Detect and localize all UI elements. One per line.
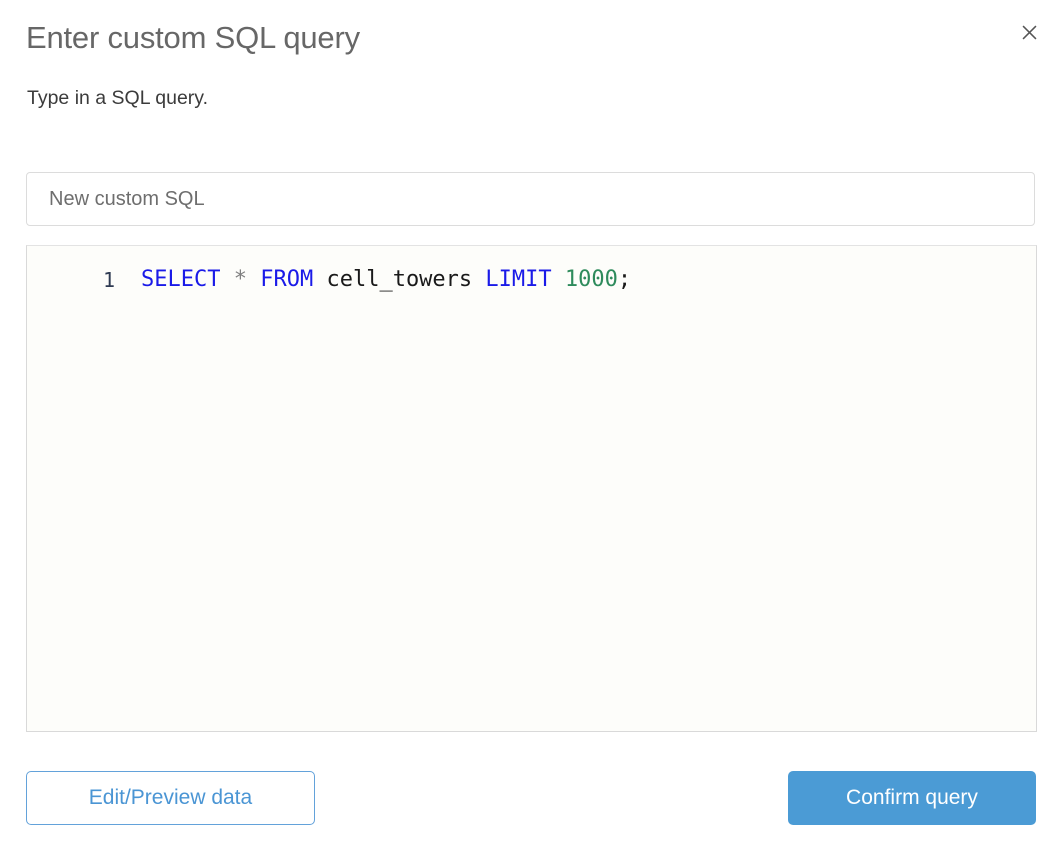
query-name-input[interactable] (26, 172, 1035, 226)
close-button[interactable] (1011, 14, 1047, 50)
sql-token-number: 1000 (564, 267, 618, 292)
close-icon (1022, 25, 1036, 39)
dialog-title: Enter custom SQL query (26, 20, 360, 55)
sql-token-keyword: LIMIT (485, 267, 552, 292)
line-number: 1 (102, 268, 115, 292)
sql-token-space (220, 267, 233, 292)
sql-token-operator: * (233, 267, 247, 292)
editor-line-1: 1 SELECT * FROM cell_towers LIMIT 1000; (27, 263, 1036, 297)
sql-code-text[interactable]: SELECT * FROM cell_towers LIMIT 1000; (141, 263, 631, 297)
sql-token-punct: ; (617, 267, 632, 292)
sql-token-space (247, 267, 260, 292)
sql-editor[interactable]: 1 SELECT * FROM cell_towers LIMIT 1000; (26, 245, 1037, 732)
dialog-header: Enter custom SQL query (0, 0, 1061, 70)
sql-token-space (313, 267, 326, 292)
sql-token-ident: cell_towers (326, 267, 473, 292)
sql-token-keyword: FROM (260, 267, 314, 292)
edit-preview-data-button[interactable]: Edit/Preview data (26, 771, 315, 825)
dialog-subtitle: Type in a SQL query. (27, 87, 209, 109)
sql-token-space (472, 267, 485, 292)
sql-token-space (552, 267, 565, 292)
sql-token-keyword: SELECT (141, 267, 221, 292)
confirm-query-button[interactable]: Confirm query (788, 771, 1036, 825)
